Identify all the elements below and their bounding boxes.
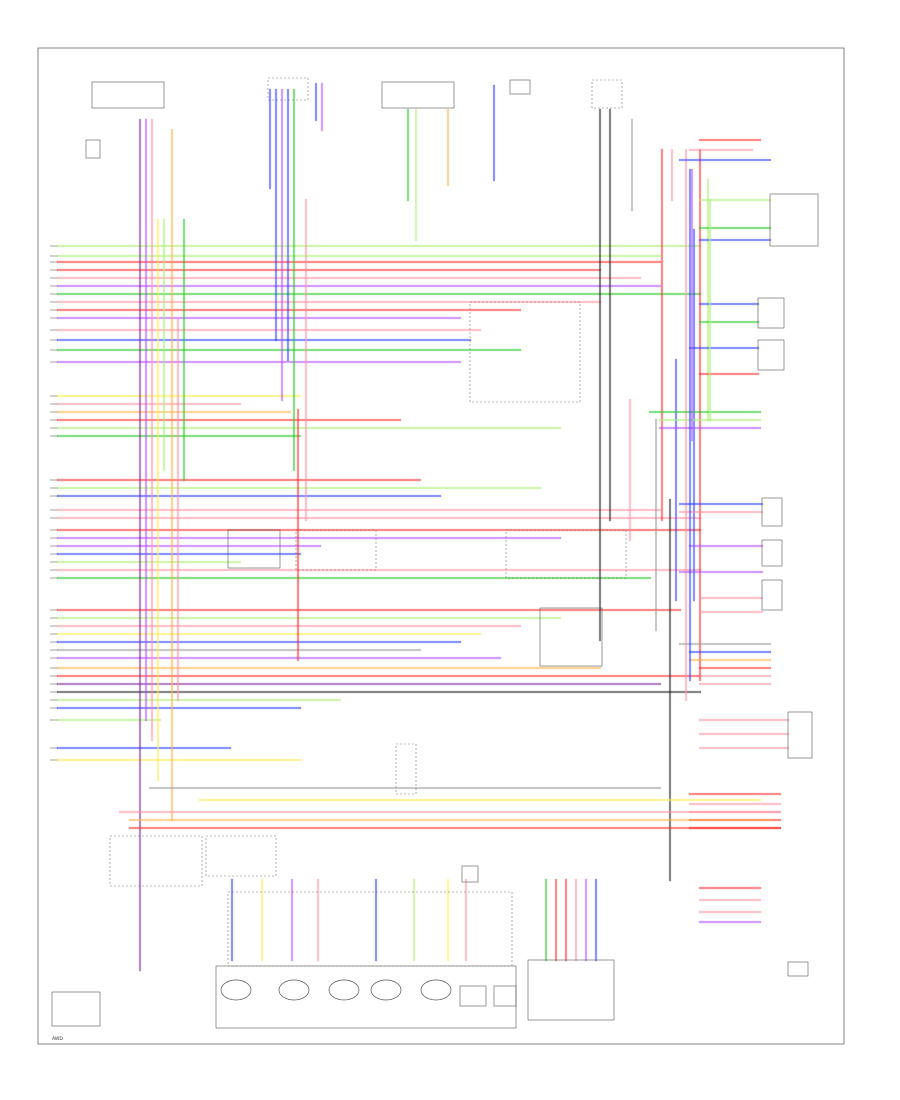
speed-sensor-1 bbox=[761, 497, 783, 527]
transfer-box-right bbox=[505, 529, 627, 579]
middle-components bbox=[227, 301, 627, 795]
check-connector-mid bbox=[395, 743, 417, 795]
transmission-switch bbox=[527, 959, 615, 1021]
fuse-bottom-mid bbox=[461, 865, 479, 883]
left-connector-pins bbox=[50, 245, 58, 761]
throttle-sensor bbox=[769, 193, 819, 247]
fuse-top bbox=[509, 79, 531, 95]
check-connector-bottom bbox=[459, 985, 487, 1007]
transfer-box-center bbox=[295, 529, 377, 571]
cluster-gauge-2 bbox=[278, 979, 310, 1001]
cluster-gauge-frame bbox=[227, 891, 513, 967]
cluster-gauge-3 bbox=[328, 979, 360, 1001]
bottom-components bbox=[51, 835, 615, 1029]
junction-top-right bbox=[591, 79, 623, 109]
pressure-sensor-1 bbox=[757, 297, 785, 329]
relay-box-left bbox=[91, 81, 165, 109]
transfer-box-left bbox=[227, 529, 281, 569]
right-sensors bbox=[757, 193, 819, 977]
speed-sensor-2 bbox=[761, 539, 783, 567]
cluster-gauge-1 bbox=[220, 979, 252, 1001]
wire-bundle bbox=[56, 82, 790, 972]
bottom-left-connector bbox=[51, 991, 101, 1027]
relay-bottom-mid bbox=[205, 835, 277, 877]
fuel-sender bbox=[493, 985, 517, 1007]
cluster-gauge-5 bbox=[420, 979, 452, 1001]
electronic-control-unit-box bbox=[469, 301, 581, 403]
data-link-connector bbox=[787, 711, 813, 759]
pressure-sensor-2 bbox=[757, 339, 785, 371]
switch-left bbox=[85, 139, 101, 159]
speed-sensor-3 bbox=[761, 579, 783, 611]
diagram-frame bbox=[37, 47, 845, 1045]
footer-label: AWD bbox=[52, 1036, 63, 1042]
top-components bbox=[85, 77, 623, 159]
instrument-cluster bbox=[215, 965, 517, 1029]
ecu-bottom-left bbox=[109, 835, 203, 887]
gauges bbox=[220, 979, 452, 1001]
neutral-switch-box bbox=[539, 607, 603, 667]
cluster-gauge-4 bbox=[370, 979, 402, 1001]
oxygen-sensor bbox=[787, 961, 809, 977]
relay-box-center bbox=[381, 81, 455, 109]
